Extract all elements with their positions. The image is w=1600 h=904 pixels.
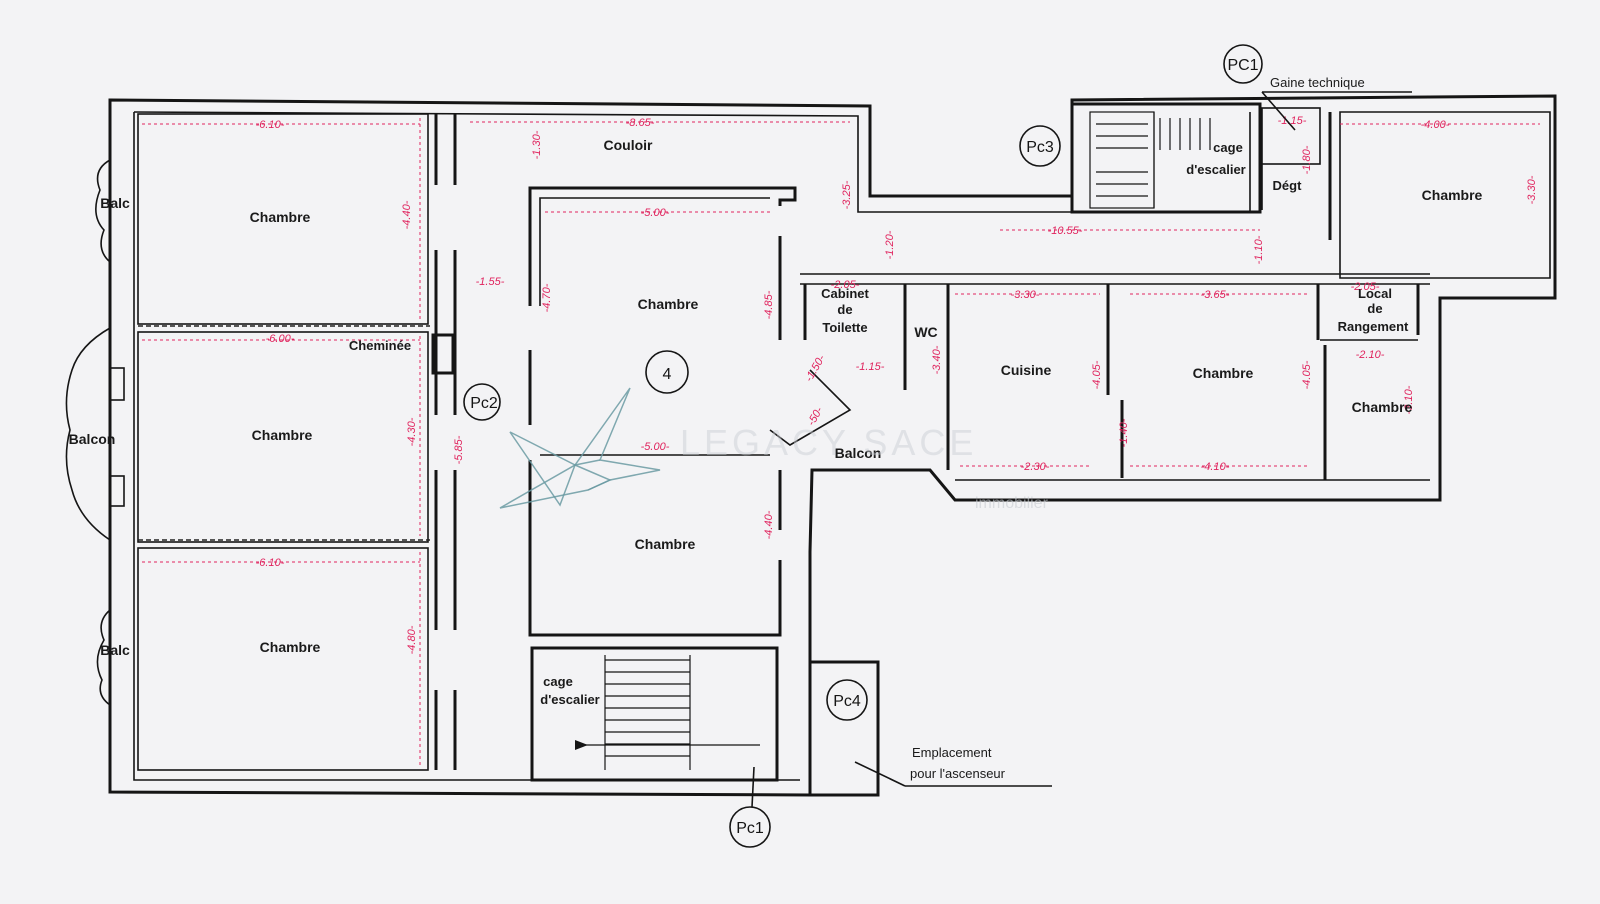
room-chambre: Chambre bbox=[260, 639, 321, 655]
tag-floor-number bbox=[645, 350, 689, 394]
watermark-sub: immobilier bbox=[975, 495, 1049, 512]
dim-label: -4.00- bbox=[1421, 119, 1450, 131]
room-chambre: Chambre bbox=[635, 536, 696, 552]
tag-pc4 bbox=[826, 679, 868, 721]
tag-floor-number-label: 4 bbox=[663, 366, 672, 383]
tag-pc3 bbox=[1019, 125, 1061, 167]
room-local-rangement: de bbox=[1367, 301, 1382, 316]
dim-label: -3.25- bbox=[841, 180, 853, 209]
dim-label: -10.55- bbox=[1048, 225, 1083, 237]
dim-label: -1.10- bbox=[1253, 235, 1265, 264]
text-watermark: LEGACY SACE immobilier bbox=[680, 422, 1049, 512]
dim-label: -5.00- bbox=[641, 441, 670, 453]
label-cheminee: Cheminée bbox=[349, 338, 411, 353]
label-cage-escalier: d'escalier bbox=[540, 692, 599, 707]
dim-label: -6.10- bbox=[256, 119, 285, 131]
dim-label: -3.40- bbox=[931, 345, 943, 374]
label-cage-escalier: cage bbox=[543, 674, 573, 689]
dimension-lines bbox=[142, 118, 1540, 766]
tag-pc4-label: Pc4 bbox=[833, 693, 861, 710]
room-local-rangement: Local bbox=[1358, 286, 1392, 301]
balconies-left bbox=[65, 159, 125, 706]
dim-label: -3.30- bbox=[1011, 289, 1040, 301]
tag-pc2-label: Pc2 bbox=[470, 395, 498, 412]
room-balcony: Balcon bbox=[835, 445, 882, 461]
dim-label: -4.05- bbox=[1091, 360, 1103, 389]
dim-label: -1.15- bbox=[1278, 115, 1307, 127]
room-balcony: Balcon bbox=[69, 431, 116, 447]
dim-label: -3.65- bbox=[1201, 289, 1230, 301]
crane-logo bbox=[499, 387, 661, 509]
tag-pc1-top-label: PC1 bbox=[1227, 57, 1258, 74]
watermark-main: LEGACY SACE bbox=[680, 422, 977, 463]
room-chambre: Chambre bbox=[250, 209, 311, 225]
dim-label: -3.30- bbox=[1526, 175, 1538, 204]
dim-label: -3.10- bbox=[1403, 385, 1415, 414]
room-chambre: Chambre bbox=[1193, 365, 1254, 381]
tag-pc2 bbox=[463, 383, 501, 421]
note-gaine-technique: Gaine technique bbox=[1270, 75, 1365, 90]
dim-label: -5.00- bbox=[641, 207, 670, 219]
stair-bottom bbox=[575, 655, 760, 770]
room-degagement: Dégt bbox=[1273, 178, 1303, 193]
tag-pc1-bottom-label: Pc1 bbox=[736, 820, 764, 837]
dim-label: -1.30- bbox=[531, 130, 543, 159]
dim-label: -4.05- bbox=[1301, 360, 1313, 389]
room-cabinet-toilette: Cabinet bbox=[821, 286, 869, 301]
dim-label: -4.40- bbox=[401, 200, 413, 229]
dim-label: -2.30- bbox=[1021, 461, 1050, 473]
right-room-walls bbox=[769, 111, 1551, 481]
room-chambre: Chambre bbox=[638, 296, 699, 312]
notes: Gaine technique Emplacement pour l'ascen… bbox=[854, 75, 1412, 787]
room-cabinet-toilette: Toilette bbox=[822, 320, 867, 335]
dim-label: -1.15- bbox=[856, 361, 885, 373]
tag-pc1-top bbox=[1223, 44, 1263, 84]
room-cuisine: Cuisine bbox=[1001, 362, 1052, 378]
dim-label: -6.10- bbox=[256, 557, 285, 569]
room-balcony: Balc bbox=[100, 195, 130, 211]
room-local-rangement: Rangement bbox=[1338, 319, 1409, 334]
dim-label: -4.10- bbox=[1201, 461, 1230, 473]
dim-label: -4.85- bbox=[763, 290, 775, 319]
outer-walls bbox=[108, 94, 1557, 797]
dim-label: -2.05- bbox=[1351, 281, 1380, 293]
tags: PC1 Pc3 Pc2 4 Pc4 Pc1 bbox=[463, 44, 1263, 848]
dim-label: -8.65- bbox=[626, 117, 655, 129]
note-emplacement-ascenseur: pour l'ascenseur bbox=[910, 766, 1006, 781]
dim-label: -1.55- bbox=[476, 276, 505, 288]
dim-label: -1.40- bbox=[1118, 418, 1130, 447]
dim-label: -1.50- bbox=[803, 353, 828, 384]
dim-label: -5.85- bbox=[453, 435, 465, 464]
label-cage-escalier: cage bbox=[1213, 140, 1243, 155]
dim-label: -2.05- bbox=[831, 279, 860, 291]
room-chambre: Chambre bbox=[1422, 187, 1483, 203]
room-cabinet-toilette: de bbox=[837, 302, 852, 317]
dim-label: -4.70- bbox=[541, 283, 553, 312]
dim-label: -2.10- bbox=[1356, 349, 1385, 361]
dim-label: -4.40- bbox=[763, 510, 775, 539]
room-wc: WC bbox=[914, 324, 937, 340]
room-chambre: Chambre bbox=[1352, 399, 1413, 415]
room-balcony: Balc bbox=[100, 642, 130, 658]
label-cage-escalier: d'escalier bbox=[1186, 162, 1245, 177]
tag-pc1-bottom bbox=[729, 806, 771, 848]
room-labels: Chambre Chambre Chambre Chambre Chambre … bbox=[69, 137, 1483, 707]
dim-label: -4.30- bbox=[406, 417, 418, 446]
left-room-walls bbox=[137, 113, 457, 771]
stair-top bbox=[1070, 102, 1321, 214]
dim-label: -4.80- bbox=[406, 625, 418, 654]
dim-label: -1.80- bbox=[1301, 145, 1313, 174]
central-room-walls bbox=[528, 186, 797, 782]
dim-label: -6.00- bbox=[266, 333, 295, 345]
room-couloir: Couloir bbox=[604, 137, 654, 153]
room-chambre: Chambre bbox=[252, 427, 313, 443]
note-emplacement-ascenseur: Emplacement bbox=[912, 745, 992, 760]
dim-label: -1.20- bbox=[884, 230, 896, 259]
tag-pc3-label: Pc3 bbox=[1026, 139, 1054, 156]
